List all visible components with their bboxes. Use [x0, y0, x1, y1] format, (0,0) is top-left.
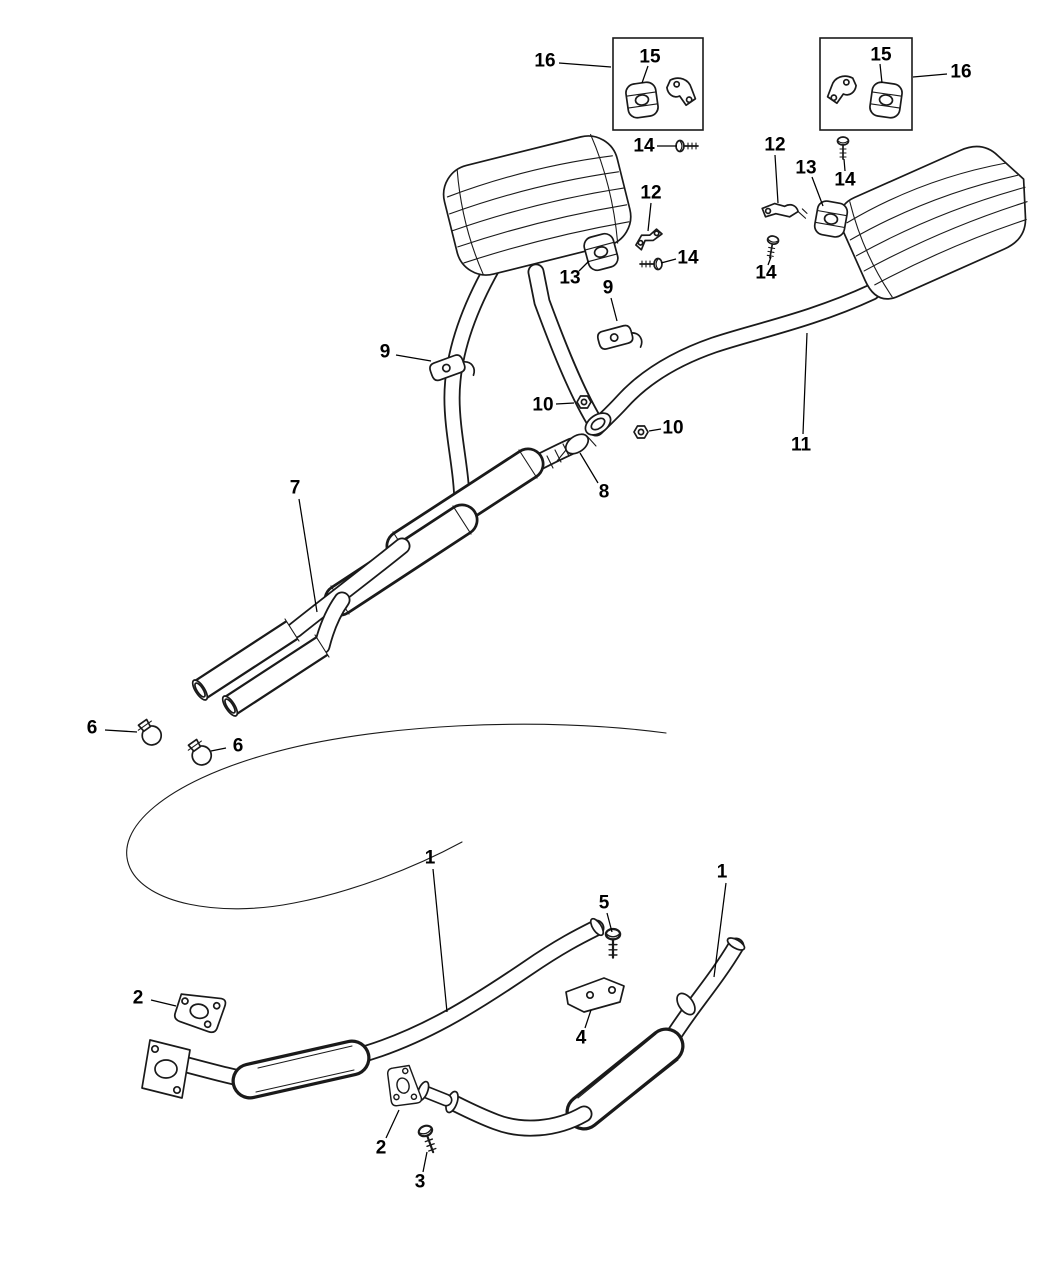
bracket-15a — [663, 75, 700, 108]
callout-label-2-26: 2 — [376, 1138, 387, 1159]
callout-label-14-11: 14 — [755, 263, 777, 284]
exhaust-tip-lower — [221, 634, 330, 717]
callout-leader-2-26 — [385, 1109, 400, 1139]
junction-flange-clamp — [556, 412, 612, 462]
screw-14b — [836, 136, 850, 160]
callout-label-13-9: 13 — [559, 268, 580, 289]
isolator-15a — [623, 80, 661, 120]
callout-leader-16-3 — [912, 73, 948, 78]
detail-box-right — [819, 37, 913, 131]
callout-label-4-24: 4 — [576, 1028, 587, 1049]
callout-label-1-21: 1 — [425, 848, 436, 869]
callout-leader-9-13 — [610, 297, 618, 322]
callout-leader-11-16 — [802, 332, 808, 435]
bracket-12b — [761, 202, 808, 219]
band-flange-right — [676, 992, 696, 1016]
bracket-15b — [823, 73, 860, 106]
callout-leader-10-15 — [648, 428, 662, 432]
nut-10b — [633, 425, 649, 439]
hanger-clamp-9b — [595, 321, 645, 358]
callout-leader-12-8 — [647, 202, 652, 232]
callout-leader-16-0 — [558, 62, 612, 68]
front-pipe-left — [141, 917, 605, 1100]
callout-leader-12-6 — [774, 154, 779, 204]
callout-leader-7-18 — [298, 498, 318, 613]
callout-label-10-14: 10 — [532, 395, 553, 416]
detail-box-left — [612, 37, 704, 131]
callout-label-1-22: 1 — [717, 862, 728, 883]
gasket-2b — [382, 1062, 424, 1111]
callout-leader-1-21 — [432, 868, 448, 1013]
callout-label-9-13: 9 — [603, 278, 614, 299]
callout-leader-10-14 — [555, 402, 575, 405]
callout-label-6-19: 6 — [87, 718, 98, 739]
detail-box-right-frame — [819, 37, 913, 131]
callout-label-2-25: 2 — [133, 988, 144, 1009]
mount-bracket-4 — [565, 977, 625, 1013]
callout-leader-5-23 — [606, 912, 613, 933]
callout-label-14-10: 14 — [677, 248, 699, 269]
muffler-left — [442, 133, 632, 276]
callout-label-12-8: 12 — [640, 183, 661, 204]
callout-leader-8-17 — [579, 452, 599, 484]
callout-label-14-5: 14 — [834, 170, 856, 191]
callout-leader-15-2 — [879, 63, 883, 84]
front-pipe-right — [416, 937, 746, 1137]
callout-label-15-2: 15 — [870, 45, 892, 66]
callout-label-16-0: 16 — [534, 51, 555, 72]
callout-leader-13-7 — [811, 176, 824, 207]
bolt-3 — [416, 1122, 441, 1156]
callout-label-14-4: 14 — [633, 136, 655, 157]
bracket-12a — [635, 228, 663, 251]
muffler-right — [839, 145, 1028, 300]
callout-label-16-3: 16 — [950, 62, 971, 83]
bolt-5 — [604, 927, 622, 959]
callout-leader-13-9 — [578, 260, 590, 272]
callout-label-8-17: 8 — [599, 482, 610, 503]
callout-label-11-16: 11 — [791, 435, 812, 456]
callout-leader-15-1 — [641, 65, 649, 84]
callout-leader-14-5 — [843, 158, 846, 172]
callout-leader-14-10 — [660, 258, 677, 264]
inlet-flange-left — [141, 1039, 191, 1099]
callout-label-9-12: 9 — [380, 342, 391, 363]
detail-box-left-frame — [612, 37, 704, 131]
isolator-15b — [867, 80, 905, 120]
screw-14d — [763, 234, 781, 260]
callout-leader-4-24 — [584, 1009, 592, 1029]
nut-10a — [576, 395, 592, 409]
clamp-6b — [183, 736, 216, 770]
callout-leader-3-27 — [422, 1151, 428, 1173]
over-axle-pipes — [527, 263, 881, 437]
screw-14c — [639, 257, 663, 271]
callout-label-12-6: 12 — [764, 135, 785, 156]
mid-resonator-assembly — [191, 259, 581, 717]
callout-label-15-1: 15 — [639, 47, 661, 68]
callout-label-3-27: 3 — [415, 1172, 426, 1193]
callout-leader-9-12 — [395, 354, 432, 362]
callout-label-5-23: 5 — [599, 893, 610, 914]
callout-leader-1-22 — [713, 882, 727, 978]
pipe-open-end-left — [589, 917, 605, 937]
callout-label-6-20: 6 — [233, 736, 244, 757]
callout-leader-2-25 — [150, 999, 177, 1007]
callout-leader-14-11 — [767, 256, 772, 266]
catalytic-converter-left — [231, 1039, 371, 1100]
gasket-2a — [171, 988, 228, 1035]
callout-label-13-7: 13 — [795, 158, 816, 179]
callout-label-7-18: 7 — [290, 478, 301, 499]
callout-label-10-15: 10 — [662, 418, 683, 439]
catalytic-converter-right — [565, 1027, 685, 1131]
pipe-open-end-right — [726, 937, 746, 951]
clamp-6a — [133, 716, 166, 750]
screw-14a — [675, 139, 699, 153]
separator-curve — [126, 723, 667, 910]
callout-leader-6-19 — [104, 729, 138, 733]
callout-leader-6-20 — [210, 747, 227, 752]
exhaust-tip-upper — [191, 618, 300, 701]
isolator-13b — [812, 198, 850, 240]
